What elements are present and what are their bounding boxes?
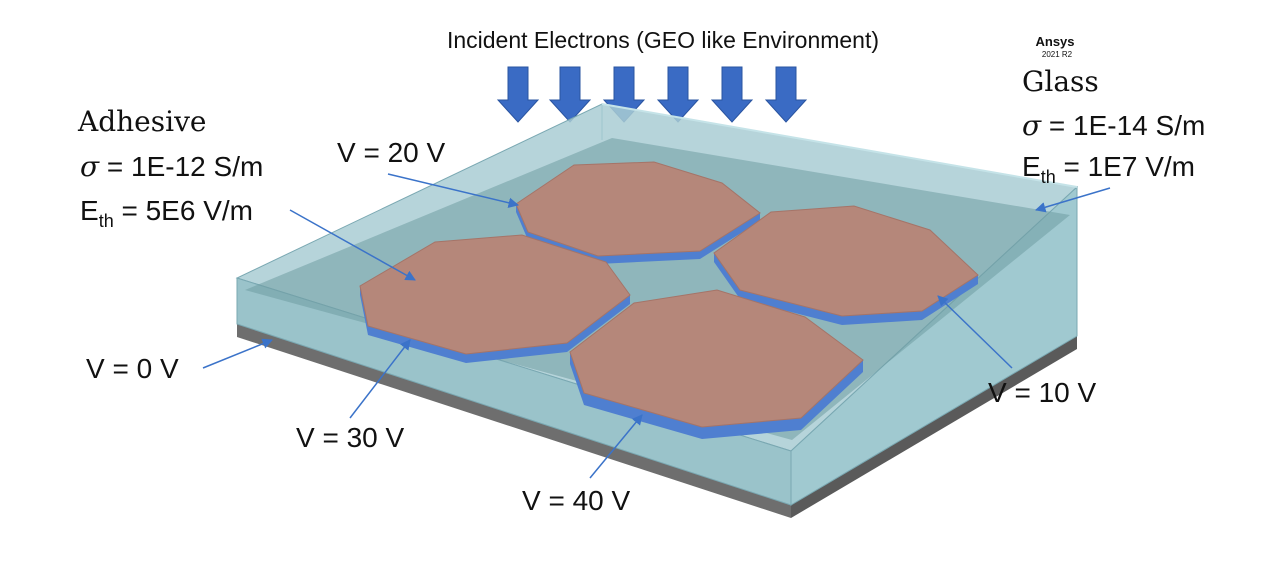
adhesive-eth-symbol: E	[80, 195, 99, 226]
leader-0v	[202, 338, 273, 369]
glass-name: Glass	[1022, 65, 1099, 98]
electrode-10v	[713, 205, 979, 325]
glass-eth-subscript: th	[1041, 167, 1056, 187]
electron-arrow	[548, 66, 592, 123]
electrode-30v	[359, 234, 631, 363]
electrode-20v	[515, 161, 761, 264]
voltage-label-0v: V = 0 V	[86, 353, 179, 384]
voltage-label-30v: V = 30 V	[296, 422, 405, 453]
adhesive-sigma-symbol: σ	[80, 150, 100, 183]
leader-30v	[349, 339, 411, 419]
electron-arrow	[764, 66, 808, 123]
glass-sigma-line: σ = 1E-14 S/m	[1022, 109, 1205, 142]
leader-20v	[387, 173, 520, 208]
adhesive-eth-line: Eth = 5E6 V/m	[80, 195, 253, 231]
voltage-label-20v: V = 20 V	[337, 137, 446, 168]
electron-arrow	[496, 66, 540, 123]
glass-eth-value: = 1E7 V/m	[1056, 151, 1195, 182]
leader-glass	[1034, 187, 1111, 213]
voltage-label-40v: V = 40 V	[522, 485, 631, 516]
adhesive-eth-subscript: th	[99, 211, 114, 231]
leader-10v	[937, 295, 1013, 369]
watermark-version: 2021 R2	[1042, 50, 1073, 59]
adhesive-sigma-value: = 1E-12 S/m	[99, 151, 263, 182]
electrode-40v	[569, 289, 864, 439]
voltage-label-10v: V = 10 V	[988, 377, 1097, 408]
watermark-brand: Ansys	[1035, 34, 1074, 49]
leader-lines	[202, 173, 1111, 479]
glass-eth-symbol: E	[1022, 151, 1041, 182]
adhesive-eth-value: = 5E6 V/m	[114, 195, 253, 226]
electron-arrow	[710, 66, 754, 123]
leader-40v	[589, 414, 643, 479]
title-text: Incident Electrons (GEO like Environment…	[447, 27, 879, 53]
glass-sigma-symbol: σ	[1022, 109, 1042, 142]
incident-arrows	[496, 66, 808, 123]
adhesive-sigma-line: σ = 1E-12 S/m	[80, 150, 263, 183]
electron-arrow	[656, 66, 700, 123]
glass-eth-line: Eth = 1E7 V/m	[1022, 151, 1195, 187]
adhesive-name: Adhesive	[77, 105, 206, 138]
ground-plate	[237, 324, 1077, 518]
glass-sigma-value: = 1E-14 S/m	[1041, 110, 1205, 141]
leader-adhesive	[289, 209, 416, 281]
